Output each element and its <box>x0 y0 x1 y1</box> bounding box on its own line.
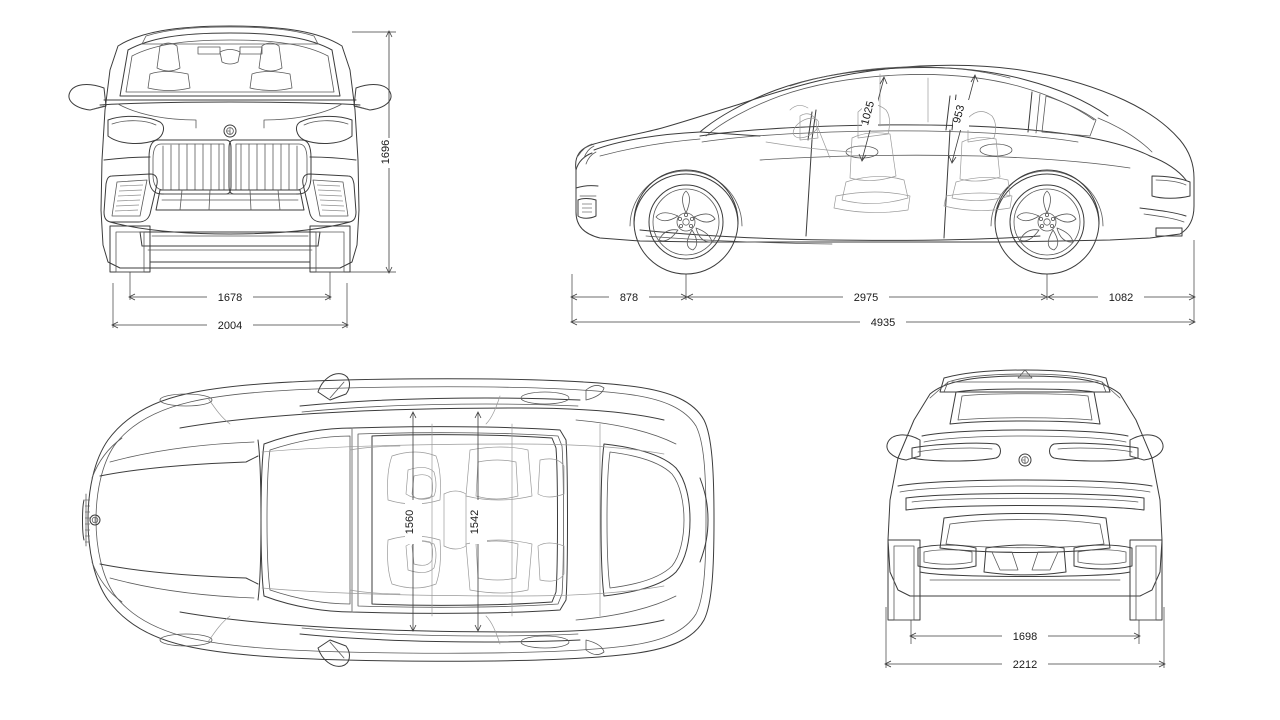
rear-view: 1698 2212 <box>884 369 1166 671</box>
dim-label-front-height: 1696 <box>380 140 392 164</box>
side-view: 1025 953 878 2975 <box>570 64 1196 329</box>
dim-label-front-track: 1678 <box>218 292 242 304</box>
dim-label-rear-track: 1698 <box>1013 631 1037 643</box>
dim-label-rear-width: 2212 <box>1013 659 1037 671</box>
dim-front-track: 1678 <box>128 272 332 304</box>
dim-label-front-width: 2004 <box>218 320 242 332</box>
dim-shoulder-rear: 1542 <box>469 411 487 632</box>
dim-headroom-front: 1025 <box>858 76 888 162</box>
dim-label-rear-overhang: 1082 <box>1109 292 1133 304</box>
dim-headroom-rear: 953 <box>948 74 979 164</box>
dim-label-front-overhang: 878 <box>620 292 638 304</box>
dim-label-headroom-rear: 953 <box>951 104 967 125</box>
dim-chain-side: 878 2975 1082 4935 <box>570 240 1196 329</box>
dim-overall-height: 1696 <box>350 30 398 274</box>
dim-label-wheelbase: 2975 <box>854 292 878 304</box>
dim-rear-track: 1698 <box>909 620 1141 644</box>
front-view: 1696 1678 2004 <box>68 25 398 332</box>
dim-shoulder-front: 1560 <box>404 411 422 632</box>
dim-label-shoulder-rear: 1542 <box>469 510 481 534</box>
dim-label-overall-length: 4935 <box>871 317 895 329</box>
dim-rear-width-mirrors: 2212 <box>884 607 1166 671</box>
top-view: 1560 1542 <box>82 373 715 667</box>
dim-front-width-mirrors: 2004 <box>111 283 349 332</box>
dim-label-shoulder-front: 1560 <box>404 510 416 534</box>
